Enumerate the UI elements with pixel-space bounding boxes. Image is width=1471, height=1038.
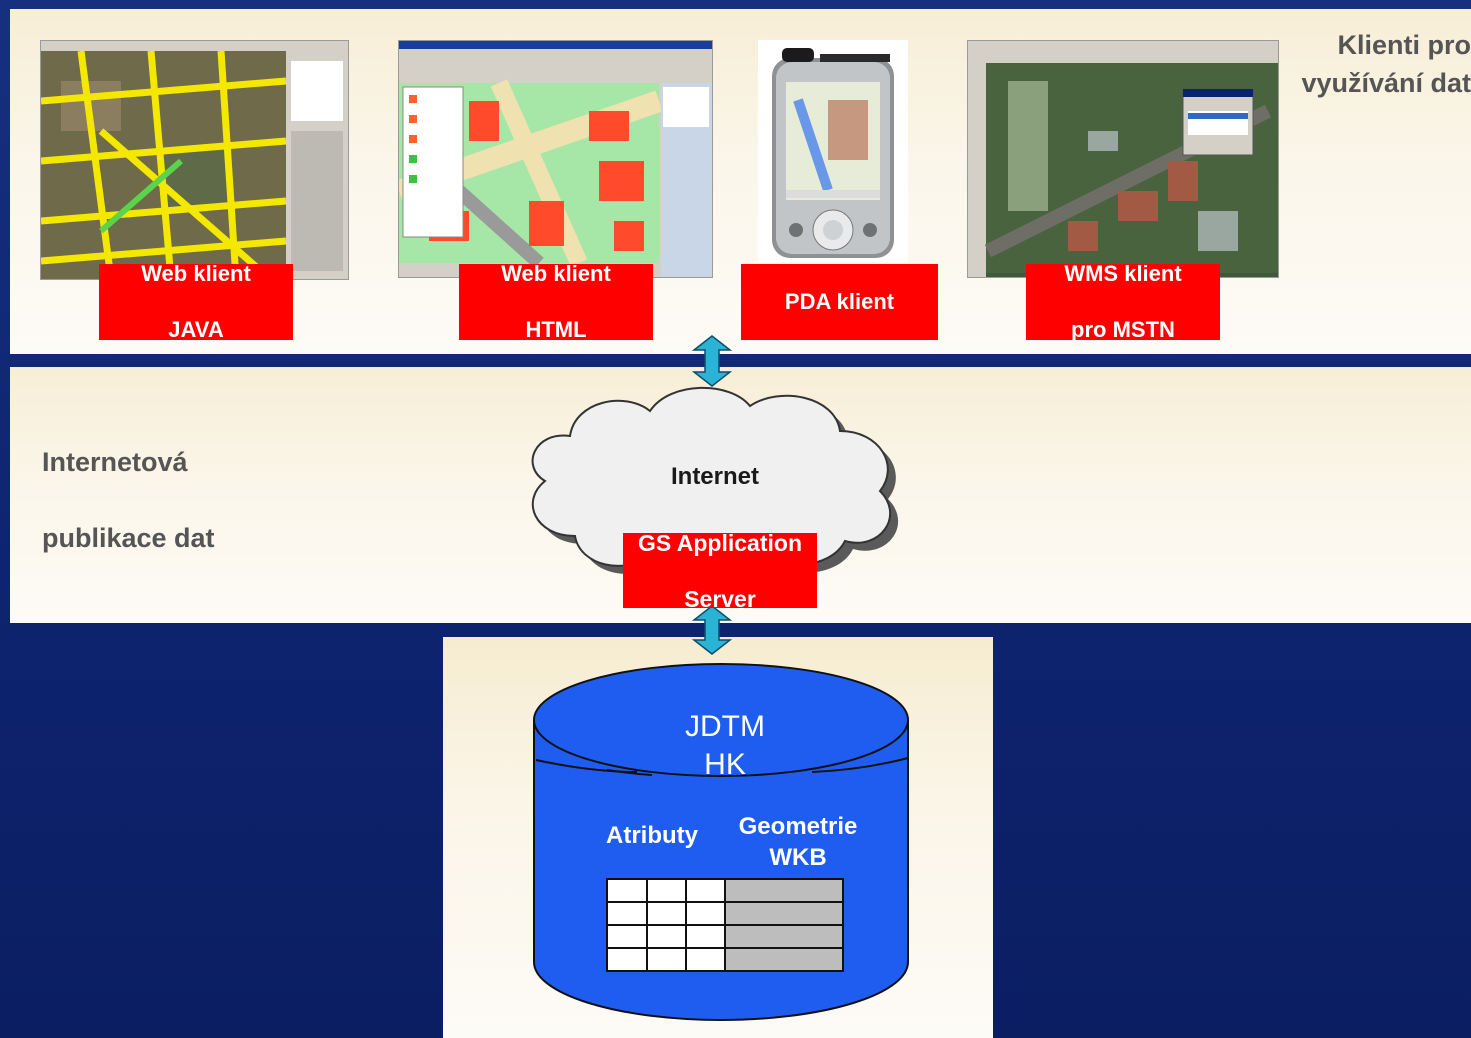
clients-layer-label: Klienti pro využívání dat [1296, 26, 1471, 102]
publication-layer-label-line1: Internetová [42, 447, 188, 477]
client-web-java: Web klient JAVA [99, 261, 293, 342]
database-title-line2: HK [704, 748, 746, 781]
server-label-line1: GS Application [638, 529, 802, 556]
client-web-java-line2: JAVA [168, 317, 224, 342]
client-web-html-line2: HTML [525, 317, 587, 342]
client-web-html: Web klient HTML [459, 261, 653, 342]
client-pda-line1: PDA klient [784, 289, 895, 314]
double-arrow-icon [691, 605, 733, 655]
publication-layer-label-line2: publikace dat [42, 523, 215, 553]
aerial-map-icon [41, 41, 348, 279]
client-wms: WMS klient pro MSTN [1026, 261, 1220, 342]
client-wms-line1: WMS klient [1064, 261, 1182, 286]
geometry-label: Geometrie WKB [718, 811, 878, 873]
internet-label: Internet [670, 463, 759, 490]
pda-icon [772, 48, 894, 258]
aerial-photo-icon [968, 41, 1278, 277]
clients-layer-label-line1: Klienti pro [1337, 30, 1471, 60]
geometry-label-line1: Geometrie [738, 813, 858, 840]
server-label-line2: Server [684, 585, 756, 612]
publication-layer-label: Internetová publikace dat [42, 405, 215, 595]
web-html-screenshot [398, 40, 713, 278]
database-title: JDTM HK [650, 708, 800, 784]
wms-mstn-screenshot [967, 40, 1279, 278]
double-arrow-icon [691, 335, 733, 387]
cylinder-rim-line [535, 757, 909, 773]
database-title-line1: JDTM [685, 710, 765, 743]
geometry-label-line2: WKB [769, 844, 827, 871]
attributes-label: Atributy [606, 822, 698, 849]
gs-application-server: GS Application Server [623, 530, 817, 612]
parcel-map-icon [399, 41, 712, 277]
pda-device-image [758, 40, 908, 262]
data-table-icon [606, 878, 844, 972]
web-java-screenshot [40, 40, 349, 280]
client-pda: PDA klient [741, 264, 938, 340]
client-web-html-line1: Web klient [501, 261, 611, 286]
cloud-icon [531, 386, 899, 578]
client-wms-line2: pro MSTN [1071, 317, 1175, 342]
client-web-java-line1: Web klient [141, 261, 251, 286]
clients-layer-label-line2: využívání dat [1301, 68, 1471, 98]
